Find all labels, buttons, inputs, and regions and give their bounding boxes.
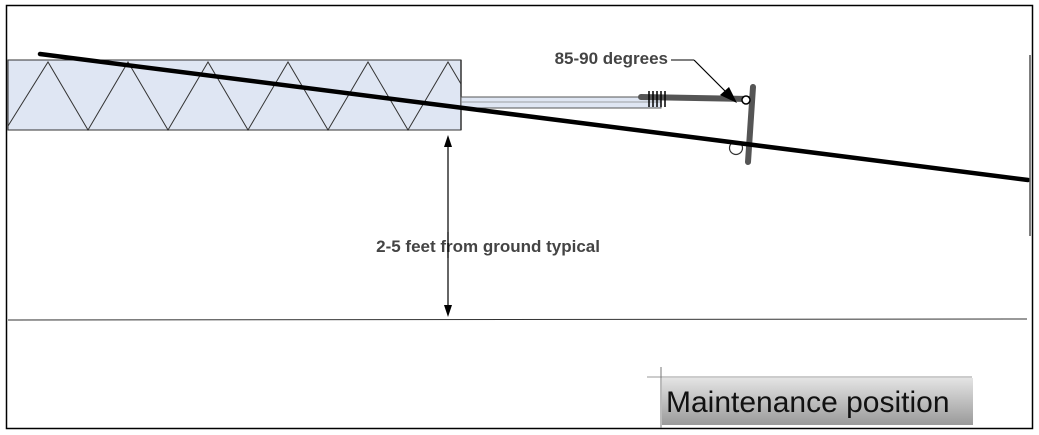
extension-rail <box>460 96 662 109</box>
ground-line <box>7 318 1028 321</box>
up-arrowhead-icon <box>444 135 452 147</box>
caption-text: Maintenance position <box>666 386 950 419</box>
height-label: 2-5 feet from ground typical <box>376 237 600 256</box>
angle-annotation <box>671 59 737 103</box>
truss-section <box>7 59 462 131</box>
mount-post <box>745 84 756 165</box>
spring-coil <box>648 91 666 107</box>
height-dimension <box>444 135 452 317</box>
angle-label: 85-90 degrees <box>555 49 668 68</box>
truss-web <box>7 61 462 131</box>
hinge-pin-icon <box>741 95 751 105</box>
angle-arrowhead-icon <box>720 87 737 103</box>
main-beam <box>37 51 1031 183</box>
down-arrowhead-icon <box>444 305 452 317</box>
caption-box: Maintenance position <box>647 367 973 428</box>
